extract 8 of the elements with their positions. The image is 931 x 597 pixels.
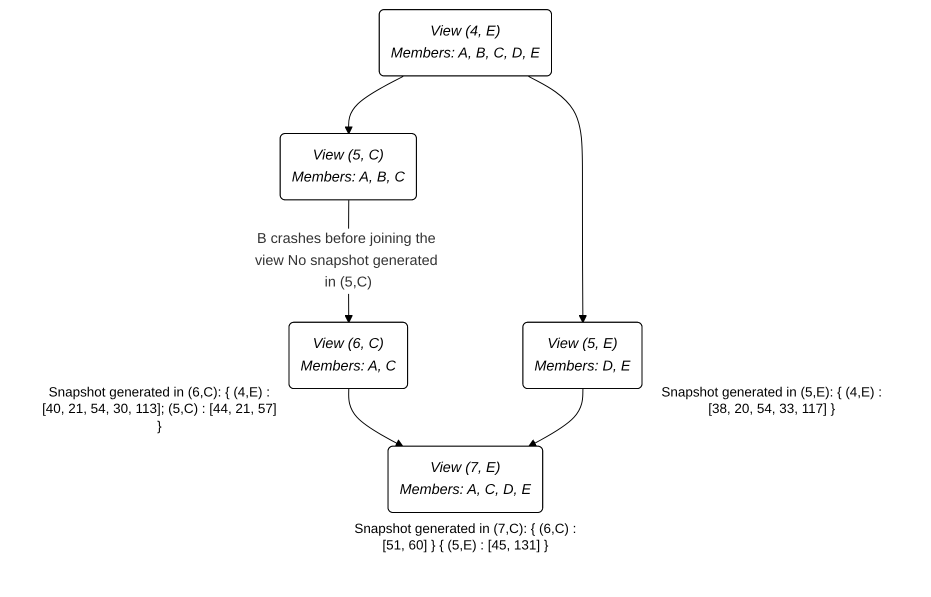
note-text: Snapshot generated in (7,C): { (6,C) : [51, 60] } { (5,E) : [45, 131] } [353,520,578,554]
arrow [528,388,584,448]
arrow [348,388,404,448]
note-text: Snapshot generated in (6,C): { (4,E) : [40, 21, 54, 30, 113]; (5,C) : [44, 21, 57] } [41,384,278,434]
note-text: Snapshot generated in (5,E): { (4,E) : [38, 20, 54, 33, 117] } [660,384,883,418]
arrow [344,76,404,134]
arrow [528,76,588,324]
edge-label: B crashes before joining the view No snapshot generated in (5,C) [254,230,438,290]
